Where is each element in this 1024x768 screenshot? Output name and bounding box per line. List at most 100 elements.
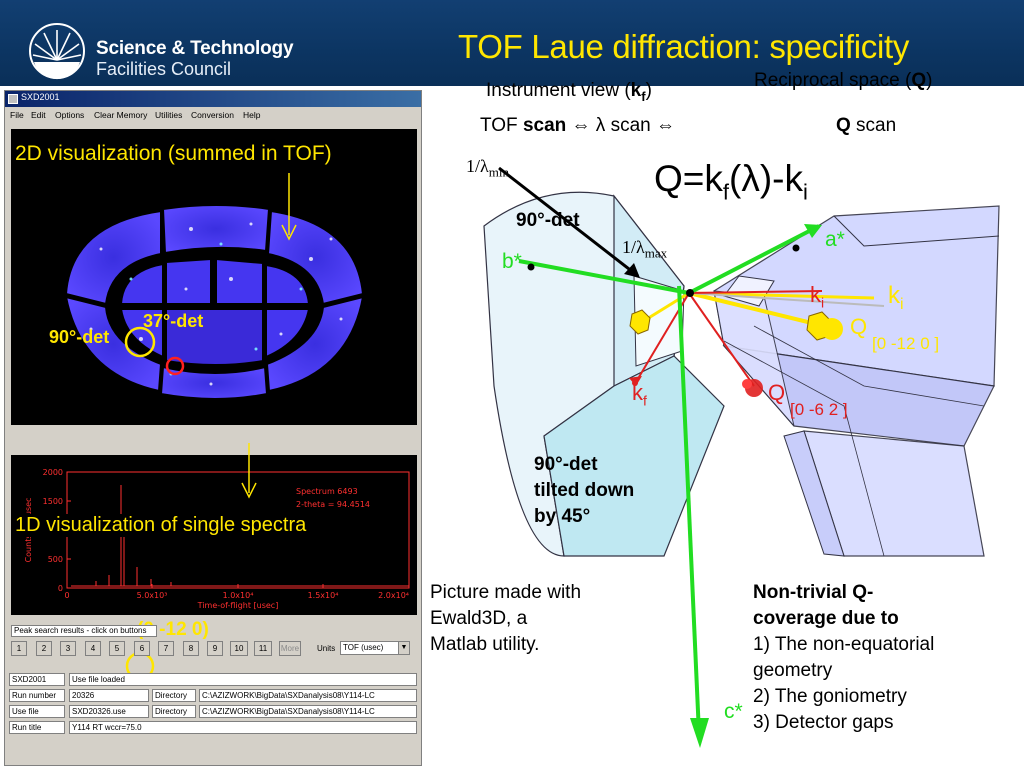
peak-button-more[interactable]: More — [279, 641, 301, 656]
tof-scan-label: TOF scan ⇔ λ scan ⇔ — [480, 115, 675, 137]
units-select-value: TOF (usec) — [343, 643, 384, 652]
caption-left-2: Ewald3D, a — [430, 608, 528, 629]
field-label-run-number: Run number — [9, 689, 65, 702]
arrow-down-icon-2d — [281, 173, 297, 241]
peak-button-6[interactable]: 6 — [134, 641, 150, 656]
k-f-letter: k — [632, 380, 643, 405]
peak-button-9[interactable]: 9 — [207, 641, 223, 656]
panel-1d-label: 1D visualization of single spectra — [13, 514, 309, 537]
chevron-down-icon[interactable]: ▼ — [398, 642, 409, 654]
k-f-sub: f — [643, 392, 647, 409]
instrument-view-label: Instrument view (kf) — [486, 80, 652, 104]
field-value-status: Use file loaded — [69, 673, 417, 686]
q-scan-text: scan — [850, 115, 897, 136]
run-title-value: Y114 RT wccr=75.0 — [69, 721, 417, 734]
window-app-icon — [8, 94, 18, 104]
k-i-red-letter: k — [810, 282, 821, 307]
panel-2d-visualization[interactable] — [11, 129, 417, 425]
xtick-0: 0 — [64, 591, 69, 600]
equation-q: Q=kf(λ)-ki — [654, 158, 808, 205]
caption-right-bold-2: coverage due to — [753, 608, 899, 629]
field-label-run-title: Run title — [9, 721, 65, 734]
logo-text-line1: Science & Technology — [96, 38, 294, 59]
label-b-star: b* — [502, 250, 522, 273]
instrument-view-text: Instrument view ( — [486, 80, 631, 101]
peak-button-10[interactable]: 10 — [230, 641, 248, 656]
menu-utilities[interactable]: Utilities — [155, 110, 183, 120]
panel-2d-label: 2D visualization (summed in TOF) — [15, 142, 332, 165]
instrument-kf-sub: f — [641, 88, 646, 104]
field-label-use-file: Use file — [9, 705, 65, 718]
use-file-input[interactable]: SXD20326.use — [69, 705, 149, 718]
menu-options[interactable]: Options — [55, 110, 85, 120]
reciprocal-q: Q — [911, 70, 927, 91]
units-label: Units — [317, 644, 336, 653]
inv-lambda-min-label: 1/λmin — [466, 156, 509, 181]
xtick-10000: 1.0x10⁴ — [223, 591, 254, 600]
directory-input-2[interactable]: C:\AZIZWORK\BigData\SXDanalysis08\Y114-L… — [199, 705, 417, 718]
caption-right-3: 2) The goniometry — [753, 686, 907, 707]
eqn-q-kf: Q=k — [654, 158, 723, 199]
instrument-kf: k — [630, 80, 642, 101]
inv-lambda-max-sub: max — [644, 245, 668, 261]
xtick-5000: 5.0x10³ — [137, 591, 168, 600]
run-number-input[interactable]: 20326 — [69, 689, 149, 702]
caption-right-4: 3) Detector gaps — [753, 712, 894, 733]
caption-right-1: 1) The non-equatorial — [753, 634, 935, 655]
directory-button-2[interactable]: Directory — [152, 705, 196, 718]
window-titlebar[interactable]: SXD2001 — [5, 91, 421, 107]
units-select[interactable]: TOF (usec) ▼ — [340, 641, 410, 655]
label-q-red: Q — [768, 380, 786, 405]
menu-help[interactable]: Help — [243, 110, 261, 120]
tof-text: TOF — [480, 115, 523, 136]
reciprocal-space-label: Reciprocal space (Q) — [754, 70, 932, 92]
label-q-yellow: Q — [850, 314, 868, 339]
label-90deg-det-2d: 90°-det — [49, 327, 110, 347]
reflection-label-0-12-0: [0 -12 0 ] — [872, 334, 940, 353]
menu-edit[interactable]: Edit — [31, 110, 46, 120]
menu-file[interactable]: File — [10, 110, 24, 120]
peak-button-2[interactable]: 2 — [36, 641, 52, 656]
window-title: SXD2001 — [21, 92, 60, 102]
peak-button-4[interactable]: 4 — [85, 641, 101, 656]
peak-search-label: Peak search results - click on buttons — [11, 625, 157, 637]
peak-button-11[interactable]: 11 — [254, 641, 272, 656]
logo-text-line2: Facilities Council — [96, 59, 232, 79]
tilt-line-3: by 45° — [534, 506, 591, 527]
inv-lambda-min: 1/λ — [466, 156, 489, 176]
menu-clear-memory[interactable]: Clear Memory — [94, 110, 148, 120]
header-band: Science & Technology Facilities Council … — [0, 0, 1024, 86]
tilt-annotation: 90°-det tilted down by 45° — [534, 452, 634, 530]
stfc-logo-icon — [29, 23, 85, 80]
caption-left-3: Matlab utility. — [430, 634, 540, 655]
a-star-endpoint — [792, 244, 800, 252]
label-c-star: c* — [724, 700, 743, 723]
q-bold: Q — [836, 115, 851, 136]
inv-lambda-max-label: 1/λmax — [622, 237, 667, 262]
sxd-window: SXD2001 File Edit Options Clear Memory U… — [4, 90, 422, 766]
instrument-close: ) — [645, 80, 652, 101]
ytick-0: 0 — [58, 584, 63, 593]
b-star-endpoint — [527, 263, 535, 271]
peak-button-1[interactable]: 1 — [11, 641, 27, 656]
peak-button-3[interactable]: 3 — [60, 641, 76, 656]
spectrum-info-2: 2-theta = 94.4514 — [296, 500, 370, 509]
directory-input-1[interactable]: C:\AZIZWORK\BigData\SXDanalysis08\Y114-L… — [199, 689, 417, 702]
ewald-3d-diagram — [483, 166, 1000, 748]
menu-conversion[interactable]: Conversion — [191, 110, 234, 120]
ytick-500: 500 — [48, 555, 63, 564]
peak-button-7[interactable]: 7 — [158, 641, 174, 656]
red-circle-marker-2d — [165, 356, 185, 376]
menu-bar: File Edit Options Clear Memory Utilities… — [5, 107, 421, 123]
eqn-i: i — [802, 179, 808, 205]
reciprocal-space-text: Reciprocal space ( — [754, 70, 912, 91]
peak-button-8[interactable]: 8 — [183, 641, 199, 656]
spectrum-info-1: Spectrum 6493 — [296, 487, 358, 496]
peak-button-5[interactable]: 5 — [109, 641, 125, 656]
ytick-1500: 1500 — [43, 497, 63, 506]
tilt-line-1: 90°-det — [534, 454, 598, 475]
k-i-sub: i — [900, 295, 904, 313]
inv-lambda-min-sub: min — [488, 164, 509, 180]
caption-right-2: geometry — [753, 660, 833, 681]
directory-button-1[interactable]: Directory — [152, 689, 196, 702]
